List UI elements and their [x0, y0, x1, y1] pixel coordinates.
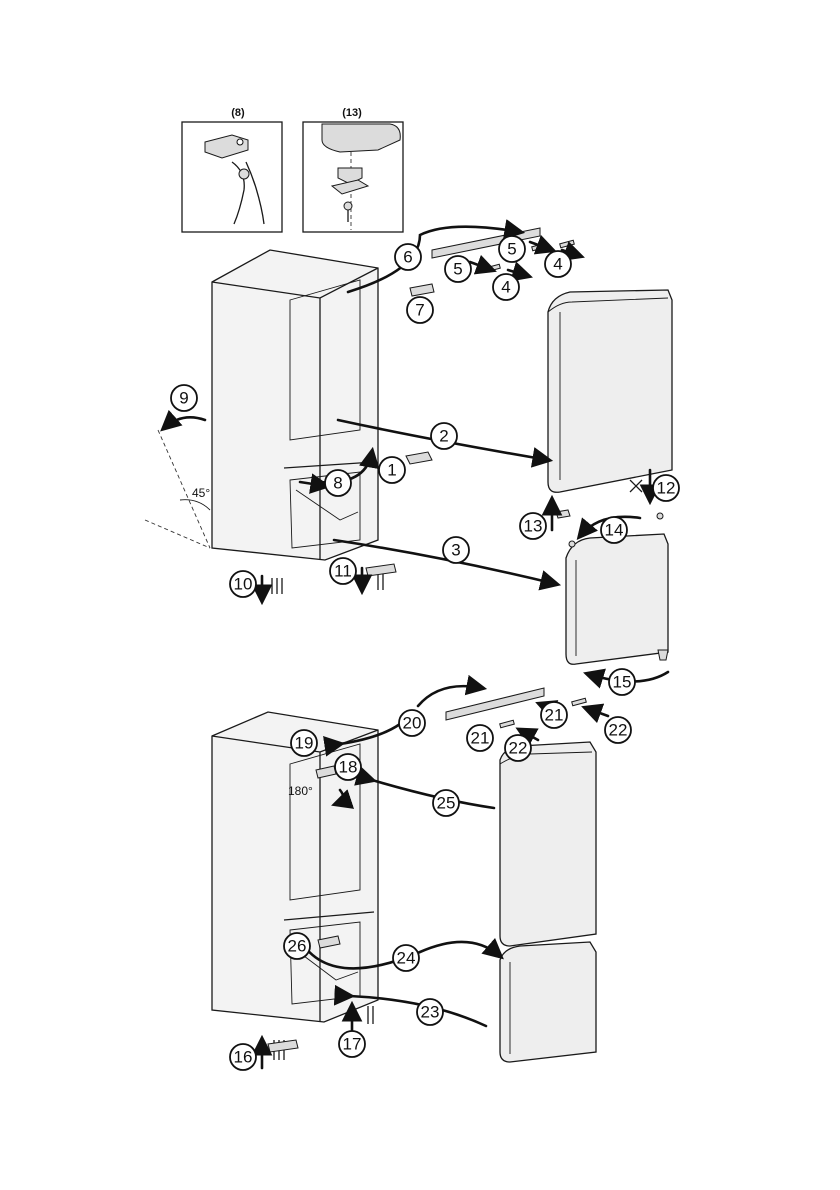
tilt-angle-label: 45° — [192, 486, 210, 500]
svg-text:8: 8 — [333, 474, 342, 493]
upper-door-refit — [500, 742, 596, 946]
step-callout-3: 3 — [443, 537, 469, 563]
svg-text:13: 13 — [524, 517, 543, 536]
svg-text:4: 4 — [501, 278, 510, 297]
step-callout-10: 10 — [230, 571, 256, 597]
step-callout-4b: 4 — [493, 274, 519, 300]
svg-text:16: 16 — [234, 1048, 253, 1067]
step-callout-8: 8 — [325, 470, 351, 496]
svg-text:11: 11 — [334, 562, 352, 581]
pliers-icon — [232, 162, 264, 224]
svg-text:22: 22 — [509, 739, 528, 758]
step-callout-14: 14 — [601, 517, 627, 543]
inset-hinge-screw-label: (13) — [342, 107, 362, 119]
step-callout-6: 6 — [395, 244, 421, 270]
svg-text:7: 7 — [415, 301, 424, 320]
step-callout-2: 2 — [431, 423, 457, 449]
inset-pliers: (8) — [182, 107, 282, 232]
step-callout-22a: 22 — [605, 717, 631, 743]
svg-text:4: 4 — [553, 255, 562, 274]
lower-door-removed — [566, 534, 668, 664]
upper-door-removed — [548, 290, 672, 492]
step-callout-5b: 5 — [445, 256, 471, 282]
hinge-bushing-icon — [332, 168, 368, 194]
step-callout-1: 1 — [379, 457, 405, 483]
svg-text:5: 5 — [453, 260, 462, 279]
svg-text:24: 24 — [397, 949, 416, 968]
lower-door-refit — [500, 942, 596, 1062]
svg-text:21: 21 — [471, 729, 490, 748]
step-callout-18: 18 — [335, 754, 361, 780]
svg-text:6: 6 — [403, 248, 412, 267]
svg-text:20: 20 — [403, 714, 422, 733]
svg-text:2: 2 — [439, 427, 448, 446]
step-callout-12: 12 — [653, 475, 679, 501]
svg-text:1: 1 — [387, 461, 396, 480]
inset-pliers-label: (8) — [231, 107, 245, 119]
step-callout-21b: 21 — [467, 725, 493, 751]
step-callout-20: 20 — [399, 710, 425, 736]
svg-text:25: 25 — [437, 794, 456, 813]
svg-text:15: 15 — [613, 673, 632, 692]
svg-text:23: 23 — [421, 1003, 440, 1022]
step-callout-5a: 5 — [499, 236, 525, 262]
step-callout-4a: 4 — [545, 251, 571, 277]
svg-text:10: 10 — [234, 575, 253, 594]
step-callout-15: 15 — [609, 669, 635, 695]
svg-text:19: 19 — [295, 734, 314, 753]
step-callout-17: 17 — [339, 1031, 365, 1057]
svg-text:17: 17 — [343, 1035, 362, 1054]
svg-text:21: 21 — [545, 706, 564, 725]
top-hinge-bracket — [410, 284, 434, 296]
hinge-pin-icon — [205, 135, 248, 158]
svg-text:12: 12 — [657, 479, 676, 498]
step-callout-22b: 22 — [505, 735, 531, 761]
svg-text:22: 22 — [609, 721, 628, 740]
step-callout-23: 23 — [417, 999, 443, 1025]
svg-text:26: 26 — [288, 937, 307, 956]
svg-text:9: 9 — [179, 389, 188, 408]
step-callout-11: 11 — [330, 558, 356, 584]
step-callout-19: 19 — [291, 730, 317, 756]
step-callout-21a: 21 — [541, 702, 567, 728]
middle-hinge — [406, 452, 432, 464]
step-callout-7: 7 — [407, 297, 433, 323]
step-callout-24: 24 — [393, 945, 419, 971]
svg-text:14: 14 — [605, 521, 624, 540]
step-callout-25: 25 — [433, 790, 459, 816]
tilt-indicator: 45° — [145, 417, 210, 548]
step-callout-26: 26 — [284, 933, 310, 959]
step-callout-9: 9 — [171, 385, 197, 411]
svg-text:18: 18 — [339, 758, 358, 777]
svg-text:5: 5 — [507, 240, 516, 259]
step-callout-13: 13 — [520, 513, 546, 539]
fridge-cabinet-top — [212, 250, 378, 560]
inset-hinge-screw: (13) — [303, 107, 403, 232]
rotate-angle-label: 180° — [288, 784, 313, 798]
step-callout-16: 16 — [230, 1044, 256, 1070]
svg-text:3: 3 — [451, 541, 460, 560]
